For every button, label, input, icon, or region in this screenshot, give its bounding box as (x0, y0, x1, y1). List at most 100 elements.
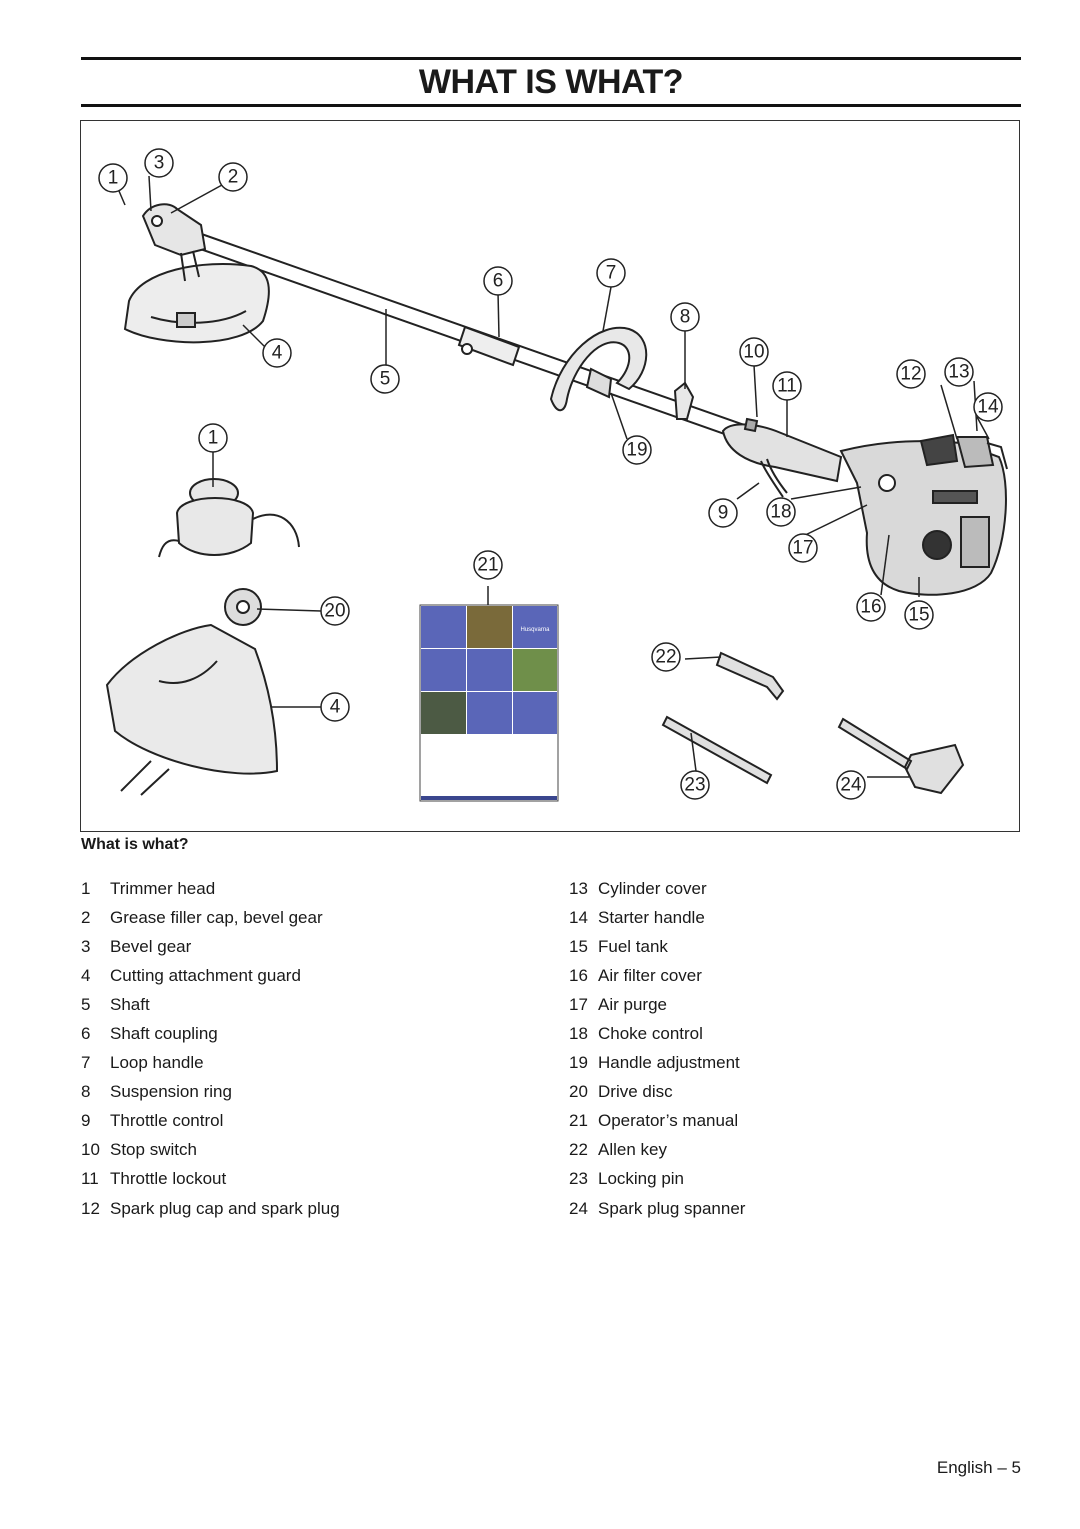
legend-number: 11 (81, 1169, 99, 1189)
page-title: WHAT IS WHAT? (418, 63, 684, 101)
legend-label: Locking pin (598, 1169, 685, 1189)
legend-label: Spark plug cap and spark plug (110, 1198, 340, 1218)
callout-24 (836, 770, 866, 800)
legend-number: 22 (569, 1140, 588, 1160)
locking-pin-drawing (661, 715, 773, 785)
manual-logo-text: Husqvarna (520, 627, 550, 633)
legend-label: Drive disc (598, 1082, 673, 1102)
legend-number: 8 (81, 1082, 91, 1102)
allen-key-drawing (715, 651, 785, 701)
callout-11 (772, 371, 802, 401)
callout-1b (198, 423, 228, 453)
callout-22 (651, 642, 681, 672)
callout-label: 9 (718, 503, 729, 524)
callout-label: 17 (792, 538, 813, 559)
legend-number: 16 (569, 965, 588, 985)
legend-label: Operator’s manual (598, 1111, 739, 1131)
callout-10 (739, 337, 769, 367)
legend-item: 9 Throttle control (81, 1107, 340, 1136)
legend-label: Shaft coupling (110, 1024, 218, 1044)
callout-label: 1 (108, 168, 119, 189)
callout-14 (973, 392, 1003, 422)
legend-label: Throttle control (110, 1111, 224, 1131)
legend-item: 18 Choke control (569, 1019, 745, 1048)
legend-label: Trimmer head (110, 878, 216, 898)
title-rule-top (81, 57, 1021, 60)
legend-label: Starter handle (598, 907, 705, 927)
callout-label: 14 (977, 397, 999, 418)
loop-handle-drawing (549, 326, 648, 412)
guard-drawing (123, 263, 270, 344)
callout-9 (708, 498, 738, 528)
operators-manual-drawing: Husqvarna (419, 604, 559, 802)
callout-label: 8 (680, 307, 691, 328)
legend-number: 6 (81, 1024, 91, 1044)
callout-4a (262, 338, 292, 368)
legend-number: 23 (569, 1169, 588, 1189)
callout-label: 10 (743, 342, 764, 363)
callout-label: 11 (777, 376, 797, 397)
legend-label: Throttle lockout (110, 1169, 227, 1189)
legend-label: Cylinder cover (598, 878, 707, 898)
legend-number: 18 (569, 1024, 588, 1044)
callout-label: 16 (860, 597, 881, 618)
legend-label: Allen key (598, 1140, 667, 1160)
legend-item: 13 Cylinder cover (569, 874, 745, 903)
suspension-ring-drawing (673, 381, 695, 420)
legend-number: 9 (81, 1111, 91, 1131)
legend-number: 12 (81, 1198, 100, 1218)
legend-label: Loop handle (110, 1053, 204, 1073)
legend-item: 17 Air purge (569, 990, 745, 1019)
callout-16 (856, 592, 886, 622)
legend-number: 15 (569, 936, 588, 956)
legend-label: Cutting attachment guard (110, 965, 301, 985)
legend-number: 13 (569, 878, 588, 898)
throttle-handle-drawing (721, 423, 843, 483)
callouts (98, 148, 1003, 800)
legend-label: Choke control (598, 1024, 703, 1044)
figure-caption: What is what? (81, 836, 189, 853)
spark-plug-spanner-drawing (837, 717, 965, 795)
callout-21 (473, 550, 503, 580)
callout-label: 21 (477, 555, 498, 576)
page-footer: English – 5 (936, 1458, 1021, 1477)
callout-label: 19 (626, 440, 647, 461)
title-rule-bottom (81, 104, 1021, 107)
callout-17 (788, 533, 818, 563)
callout-label: 3 (154, 153, 165, 174)
callout-8 (670, 302, 700, 332)
callout-label: 4 (272, 343, 283, 364)
legend-item: 19 Handle adjustment (569, 1049, 745, 1078)
callout-19 (622, 435, 652, 465)
legend-number: 19 (569, 1053, 588, 1073)
legend-number: 14 (569, 907, 588, 927)
legend-item: 23 Locking pin (569, 1165, 745, 1194)
legend-item: 1 Trimmer head (81, 874, 340, 903)
callout-12 (896, 359, 926, 389)
legend-label: Air purge (598, 994, 667, 1014)
callout-3 (144, 148, 174, 178)
legend-label: Grease filler cap, bevel gear (110, 907, 323, 927)
callout-label: 23 (684, 775, 705, 796)
legend-label: Handle adjustment (598, 1053, 740, 1073)
legend-label: Bevel gear (110, 936, 192, 956)
parts-illustration: Husqvarna (80, 120, 1020, 832)
shaft-coupling-drawing (457, 325, 521, 367)
legend-number: 5 (81, 994, 91, 1014)
callout-4b (320, 692, 350, 722)
legend-number: 1 (81, 878, 91, 898)
callout-7 (596, 258, 626, 288)
legend-number: 17 (569, 994, 588, 1014)
callout-label: 18 (770, 502, 791, 523)
